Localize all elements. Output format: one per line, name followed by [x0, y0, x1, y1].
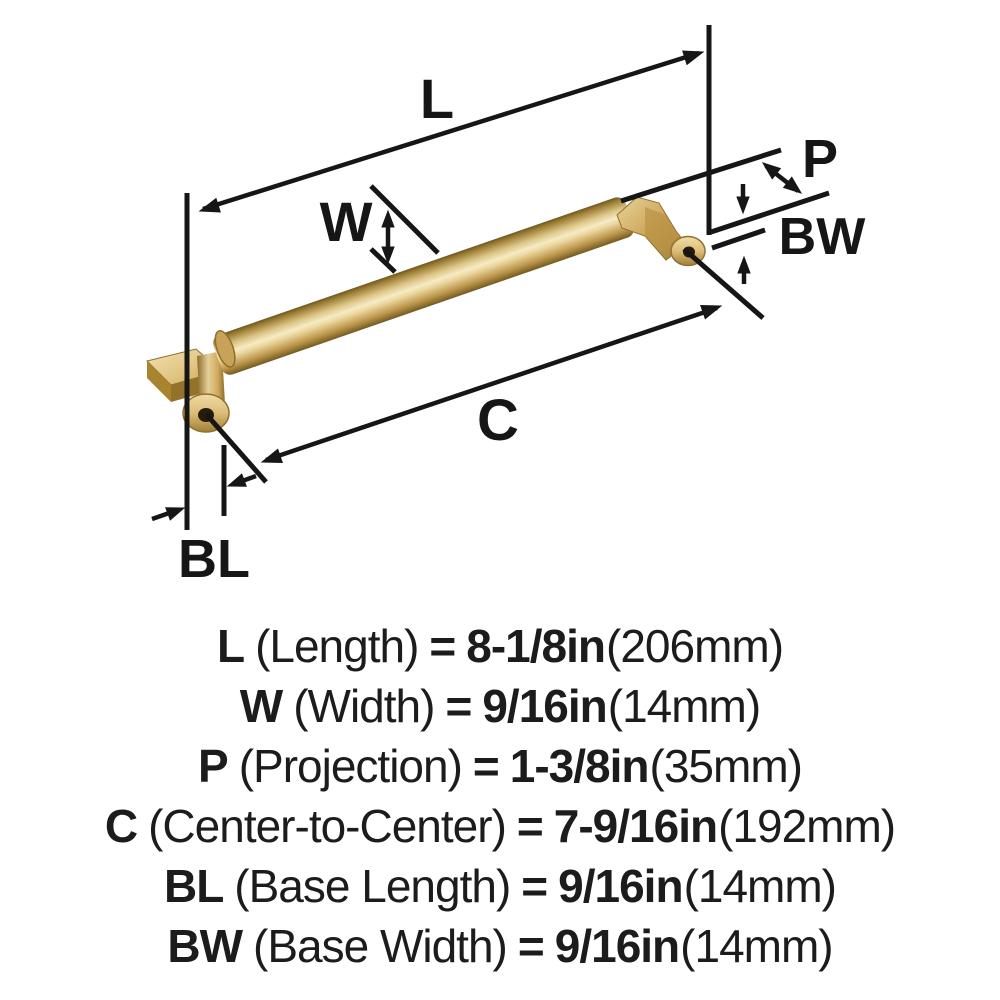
spec-metric: (14mm) [607, 680, 761, 732]
spec-line-length: L (Length) = 8-1/8in (206mm) [0, 616, 1000, 676]
spec-equals: = [521, 860, 548, 912]
label-base-width: BW [779, 208, 867, 266]
spec-name: (Length) [255, 620, 419, 672]
handle-bar [213, 197, 634, 375]
spec-equals: = [517, 920, 545, 972]
spec-value: 9/16in [482, 680, 607, 732]
spec-name: (Base Length) [234, 860, 511, 912]
spec-value: 9/16in [554, 920, 680, 972]
dimension-BL [151, 445, 257, 522]
dimension-linework [151, 25, 830, 530]
spec-line-base-length: BL (Base Length) = 9/16in (14mm) [0, 856, 1000, 916]
spec-metric: (206mm) [606, 620, 784, 672]
spec-code: P [198, 740, 229, 792]
dimension-drawing: L W P BW C BL [146, 25, 867, 589]
spec-code: L [216, 620, 245, 672]
spec-metric: (14mm) [680, 920, 833, 972]
dimension-P [620, 147, 830, 235]
spec-name: (Width) [293, 680, 435, 732]
label-base-length: BL [178, 529, 250, 589]
label-length: L [420, 67, 454, 130]
handle-left-foot [182, 393, 230, 433]
spec-list: L (Length) = 8-1/8in (206mm) W (Width) =… [0, 616, 1000, 976]
dimension-W [369, 184, 440, 274]
label-center-to-center: C [477, 388, 519, 453]
spec-name: (Projection) [238, 740, 463, 792]
dimension-L [198, 50, 705, 213]
spec-metric: (192mm) [718, 800, 896, 852]
spec-equals: = [472, 740, 500, 792]
spec-value: 8-1/8in [466, 620, 606, 672]
spec-metric: (35mm) [649, 740, 803, 792]
spec-code: C [104, 800, 138, 852]
spec-value: 7-9/16in [553, 800, 718, 852]
label-projection: P [802, 129, 838, 189]
spec-name: (Base Width) [253, 920, 508, 972]
spec-code: BW [167, 920, 243, 972]
spec-code: W [239, 680, 283, 732]
spec-equals: = [445, 680, 472, 732]
spec-equals: = [516, 800, 544, 852]
spec-line-center-to-center: C (Center-to-Center) = 7-9/16in (192mm) [0, 796, 1000, 856]
spec-value: 9/16in [558, 860, 683, 912]
handle-illustration [146, 196, 706, 433]
spec-line-projection: P (Projection) = 1-3/8in (35mm) [0, 736, 1000, 796]
label-width: W [320, 190, 373, 253]
dimension-C [204, 247, 765, 484]
spec-value: 1-3/8in [509, 740, 650, 792]
spec-equals: = [429, 620, 456, 672]
spec-metric: (14mm) [683, 860, 837, 912]
spec-code: BL [163, 860, 224, 912]
spec-name: (Center-to-Center) [148, 800, 507, 852]
dimension-BW [711, 227, 766, 284]
spec-line-width: W (Width) = 9/16in (14mm) [0, 676, 1000, 736]
spec-line-base-width: BW (Base Width) = 9/16in (14mm) [0, 916, 1000, 976]
